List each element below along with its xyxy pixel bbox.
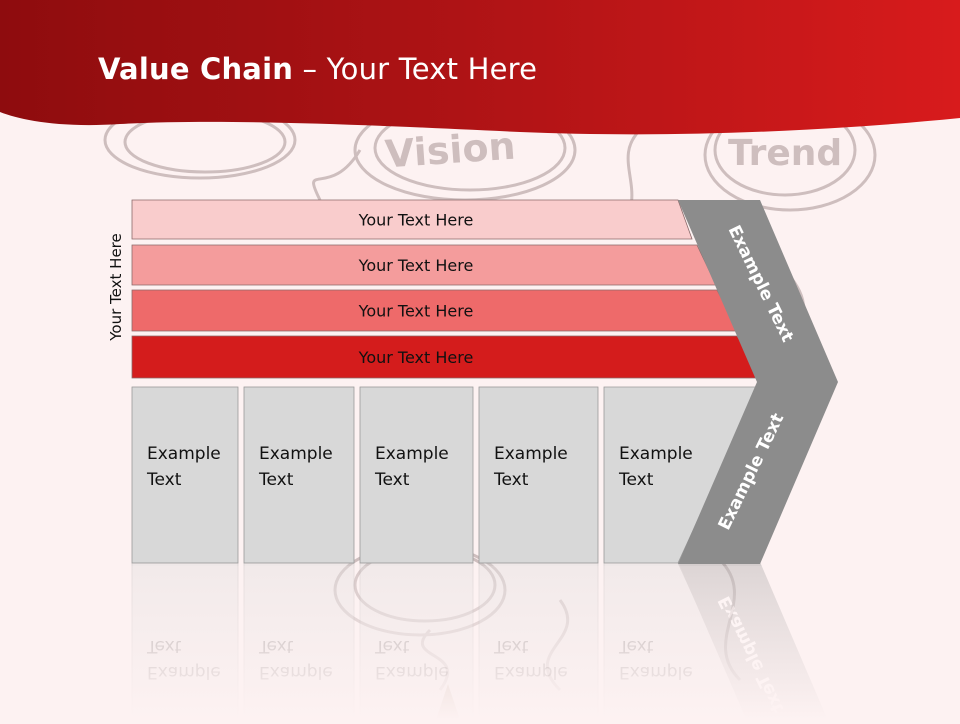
band-label-1: Your Text Here — [358, 211, 474, 230]
title-rest: – Your Text Here — [293, 52, 538, 86]
background-word-vision: Vision — [384, 124, 517, 177]
band-1 — [131, 199, 693, 240]
box-1 — [131, 386, 239, 564]
box-5-line2: Text — [618, 470, 654, 490]
box-3-line2: Text — [374, 470, 410, 490]
box-4 — [478, 386, 599, 564]
box-2-line2: Text — [258, 470, 294, 490]
title-bold: Value Chain — [98, 52, 294, 86]
box-5-line1: Example — [619, 444, 693, 464]
box-4-line2: Text — [493, 470, 529, 490]
band-label-2: Your Text Here — [358, 256, 474, 275]
band-label-4: Your Text Here — [358, 348, 474, 367]
box-1-line1: Example — [147, 444, 221, 464]
side-label: Your Text Here — [107, 233, 125, 341]
band-label-3: Your Text Here — [358, 302, 474, 321]
header-banner — [0, 0, 960, 135]
box-3 — [359, 386, 474, 564]
box-2-line1: Example — [259, 444, 333, 464]
box-4-line1: Example — [494, 444, 568, 464]
box-1-line2: Text — [146, 470, 182, 490]
chevron-arrow — [678, 200, 838, 564]
box-5 — [603, 386, 760, 564]
reflection-fade — [120, 566, 840, 720]
box-2 — [243, 386, 355, 564]
box-3-line1: Example — [375, 444, 449, 464]
page-title: Value Chain – Your Text Here — [98, 52, 537, 86]
background-word-trend: Trend — [728, 133, 842, 174]
